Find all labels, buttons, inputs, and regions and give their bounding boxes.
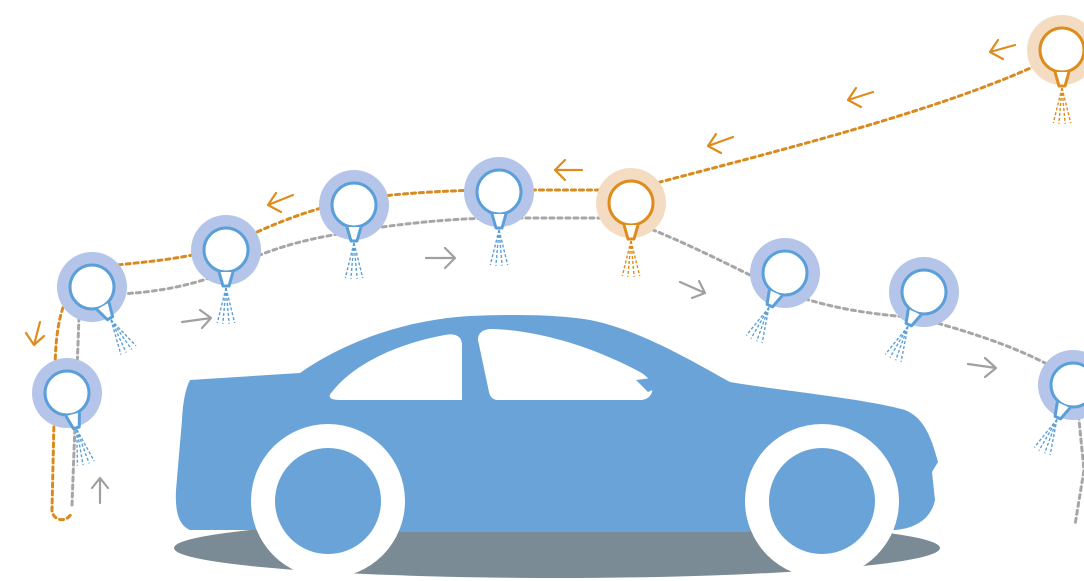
- spray-nozzle-icon: [596, 168, 666, 277]
- spray-line: [885, 326, 908, 354]
- spray-line: [746, 307, 769, 335]
- spray-nozzle-icon: [464, 157, 534, 266]
- nozzle-head: [70, 265, 114, 309]
- spray-line: [111, 320, 126, 353]
- spray-line: [896, 326, 908, 360]
- spray-line: [111, 320, 132, 349]
- nozzle-head: [902, 270, 946, 314]
- nozzle-tip: [219, 272, 233, 286]
- car-sill: [400, 528, 750, 532]
- nozzle-tip: [347, 227, 361, 241]
- spray-nozzle-icon: [885, 257, 959, 362]
- nozzle-tip: [624, 225, 638, 239]
- nozzle-head: [763, 251, 807, 295]
- nozzle-head: [1040, 28, 1084, 72]
- nozzle-tip: [492, 214, 506, 228]
- spray-nozzle-icon: [1027, 15, 1084, 124]
- nozzle-head: [45, 371, 89, 415]
- spray-line: [1045, 419, 1057, 453]
- nozzle-head: [477, 170, 521, 214]
- spray-line: [77, 430, 89, 464]
- spray-line: [1034, 419, 1057, 447]
- spray-nozzle-icon: [32, 358, 102, 466]
- spray-nozzle-icon: [1034, 350, 1084, 455]
- spray-nozzle-icon: [319, 170, 389, 279]
- spray-nozzle-icon: [57, 252, 136, 355]
- rear-wheel: [275, 448, 381, 554]
- spray-nozzle-icon: [746, 238, 820, 343]
- spray-line: [111, 320, 136, 346]
- spray-nozzle-icon: [191, 215, 261, 324]
- spray-line: [757, 307, 769, 341]
- nozzle-head: [204, 228, 248, 272]
- nozzle-head: [1051, 363, 1084, 407]
- front-wheel: [769, 448, 875, 554]
- nozzle-head: [609, 181, 653, 225]
- nozzle-tip: [1055, 72, 1069, 86]
- nozzle-head: [332, 183, 376, 227]
